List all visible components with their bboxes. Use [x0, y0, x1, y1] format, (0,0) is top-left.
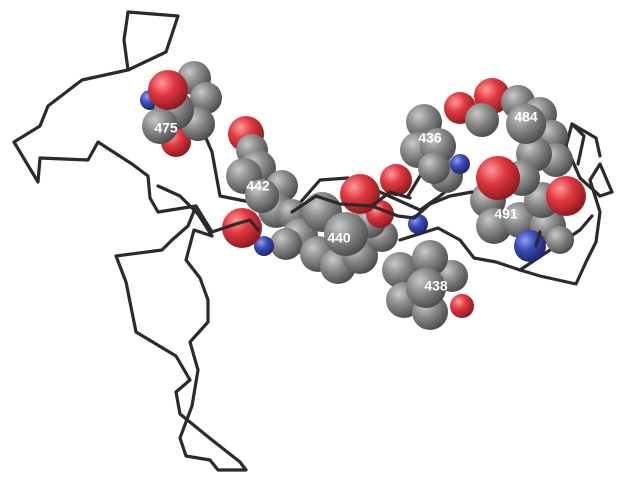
residue-label-491: 491	[494, 206, 518, 222]
residue-label-436: 436	[418, 130, 442, 146]
residue-491-spheres	[470, 156, 586, 262]
backbone-trace-front	[194, 122, 586, 248]
residue-label-484: 484	[514, 109, 538, 125]
residue-442-oxygen	[222, 208, 262, 248]
residue-436-spheres	[380, 92, 476, 196]
residue-484-spheres	[465, 78, 573, 177]
residue-label-475: 475	[154, 120, 178, 136]
residue-label-440: 440	[327, 230, 351, 246]
residue-442-spheres	[226, 116, 307, 229]
residue-label-442: 442	[246, 178, 270, 194]
residue-label-438: 438	[424, 278, 448, 294]
residue-labels: 475 442 440 438 436 484 491	[154, 109, 538, 294]
residue-475-spheres	[140, 61, 222, 157]
residue-438-spheres	[382, 214, 474, 330]
